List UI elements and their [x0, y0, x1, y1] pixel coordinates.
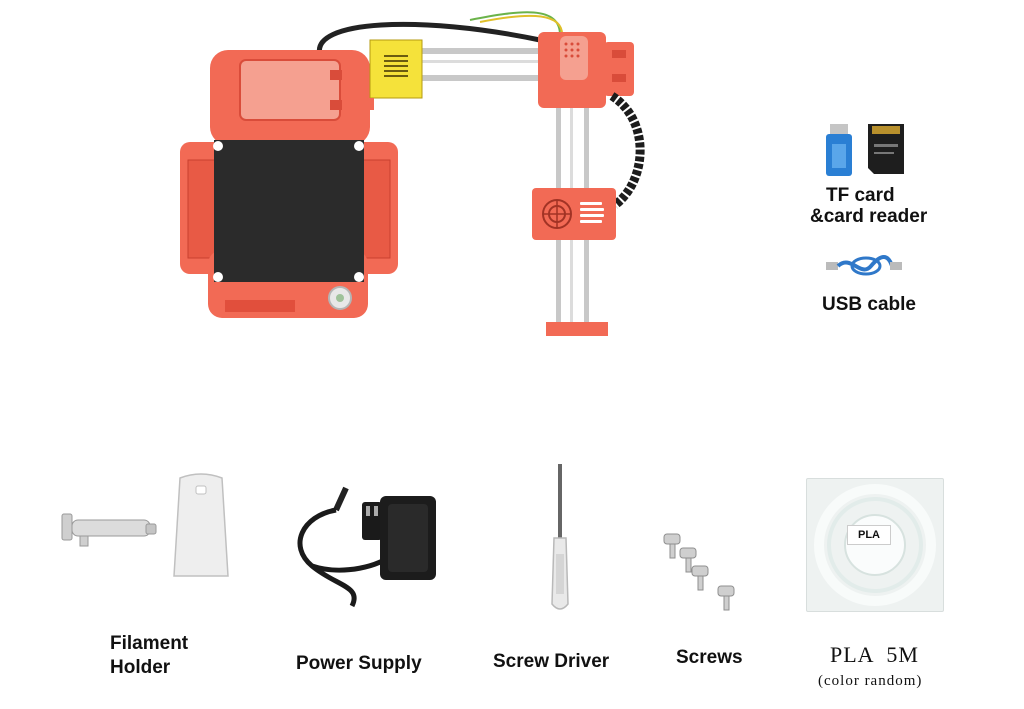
pla-tag: PLA [847, 525, 891, 545]
filament-holder-label-2: Holder [110, 657, 171, 678]
x-rail-top [420, 48, 550, 54]
pla-coil-icon [814, 484, 936, 606]
screw-driver-label: Screw Driver [493, 651, 610, 672]
extruder-box [369, 39, 423, 99]
z-foot [546, 322, 608, 336]
screws-icon [663, 533, 735, 611]
filament-holder-label-1: Filament [110, 633, 189, 654]
screws-label: Screws [676, 647, 743, 668]
filament-holder-spindle [61, 513, 157, 547]
filament-holder-bracket [173, 473, 229, 577]
tf-card-label: TF card [826, 185, 895, 206]
screw-driver-icon [551, 464, 569, 610]
tf-card-icon [868, 124, 904, 174]
power-supply-label: Power Supply [296, 653, 422, 674]
usb-cable-icon [826, 255, 902, 276]
usb-cable-label: USB cable [822, 294, 916, 315]
print-bed [214, 140, 364, 282]
drag-chain [609, 92, 645, 209]
power-supply-icon [297, 486, 436, 608]
pla-filament-bag: PLA [806, 478, 944, 612]
pla-label: PLA 5M [830, 642, 919, 667]
printer-cable [316, 21, 541, 56]
card-reader-icon [826, 124, 852, 176]
card-reader-label: &card reader [810, 206, 928, 227]
pla-sublabel: (color random) [818, 673, 923, 689]
x-rail-bottom [420, 75, 550, 81]
